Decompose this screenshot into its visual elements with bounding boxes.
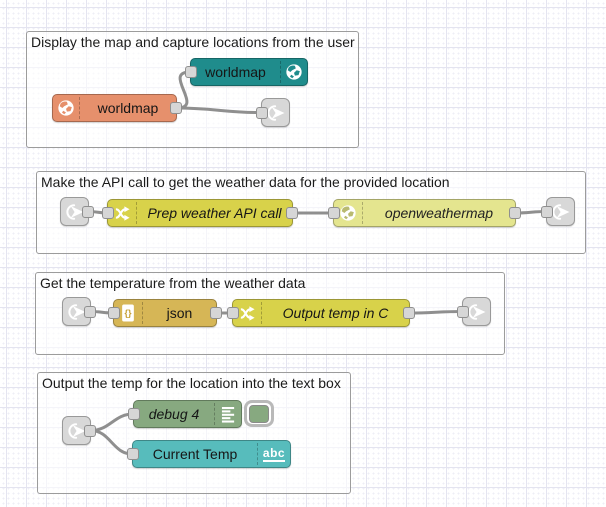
input-port[interactable] — [128, 408, 140, 420]
group-label: Get the temperature from the weather dat… — [40, 275, 306, 291]
json-icon: {} — [114, 300, 142, 326]
function-icon — [108, 200, 136, 226]
input-port[interactable] — [227, 307, 239, 319]
node-ui-text-current-temp[interactable]: Current Temp abc — [127, 440, 291, 468]
link-in-node[interactable] — [60, 197, 94, 226]
icon-separator — [280, 61, 281, 83]
link-out-node[interactable] — [457, 297, 491, 326]
group-label: Display the map and capture locations fr… — [31, 34, 355, 50]
node-label: Output temp in C — [282, 305, 389, 321]
node-label: json — [166, 305, 193, 321]
node-worldmap-in[interactable]: worldmap — [52, 94, 182, 122]
input-port[interactable] — [457, 305, 469, 318]
link-out-node[interactable] — [541, 197, 575, 226]
output-port[interactable] — [84, 305, 96, 318]
node-worldmap-out[interactable]: worldmap — [185, 58, 308, 86]
icon-separator — [136, 202, 137, 224]
input-port[interactable] — [256, 106, 268, 119]
node-label: worldmap — [97, 100, 159, 116]
link-in-node[interactable] — [62, 416, 96, 445]
wire[interactable] — [408, 310, 464, 315]
wire[interactable] — [175, 106, 260, 114]
input-port[interactable] — [127, 448, 139, 460]
input-port[interactable] — [185, 66, 197, 78]
icon-separator — [79, 97, 80, 119]
abc-icon: abc — [262, 445, 286, 462]
icon-separator — [214, 403, 215, 425]
node-label: Current Temp — [152, 446, 238, 462]
link-in-node[interactable] — [62, 297, 96, 326]
debug-toggle-indicator — [249, 404, 269, 423]
debug-enable-toggle[interactable] — [244, 400, 274, 427]
group-label: Output the temp for the location into th… — [42, 375, 341, 391]
output-port[interactable] — [82, 205, 94, 218]
output-port[interactable] — [170, 102, 182, 114]
link-icon — [67, 303, 85, 320]
input-port[interactable] — [328, 207, 340, 219]
output-port[interactable] — [509, 207, 521, 219]
globe-icon — [334, 200, 362, 226]
input-port[interactable] — [108, 307, 120, 319]
group-display-map[interactable]: Display the map and capture locations fr… — [26, 31, 359, 148]
node-json[interactable]: {} json — [108, 299, 222, 327]
group-label: Make the API call to get the weather dat… — [41, 174, 450, 190]
input-port[interactable] — [102, 207, 114, 219]
output-port[interactable] — [84, 424, 96, 437]
icon-separator — [261, 302, 262, 324]
function-icon — [233, 300, 261, 326]
node-function-prep-weather[interactable]: Prep weather API call — [102, 199, 298, 227]
node-label: openweathermap — [384, 205, 494, 221]
node-label: debug 4 — [148, 406, 200, 422]
link-icon — [67, 422, 85, 439]
node-debug[interactable]: debug 4 — [128, 400, 242, 428]
link-out-node[interactable] — [256, 98, 290, 127]
node-label: Prep weather API call — [147, 205, 282, 221]
input-port[interactable] — [541, 205, 553, 218]
node-label: worldmap — [205, 64, 266, 80]
node-function-output-temp[interactable]: Output temp in C — [227, 299, 415, 327]
svg-text:{}: {} — [124, 308, 132, 318]
output-port[interactable] — [286, 207, 298, 219]
icon-separator — [257, 443, 258, 465]
debug-icon — [215, 401, 241, 427]
node-openweathermap[interactable]: openweathermap — [328, 199, 521, 227]
globe-icon — [53, 95, 79, 121]
output-port[interactable] — [403, 307, 415, 319]
globe-icon — [281, 59, 307, 85]
icon-separator — [362, 202, 363, 224]
icon-separator — [142, 302, 143, 324]
link-icon — [65, 203, 83, 220]
output-port[interactable] — [210, 307, 222, 319]
